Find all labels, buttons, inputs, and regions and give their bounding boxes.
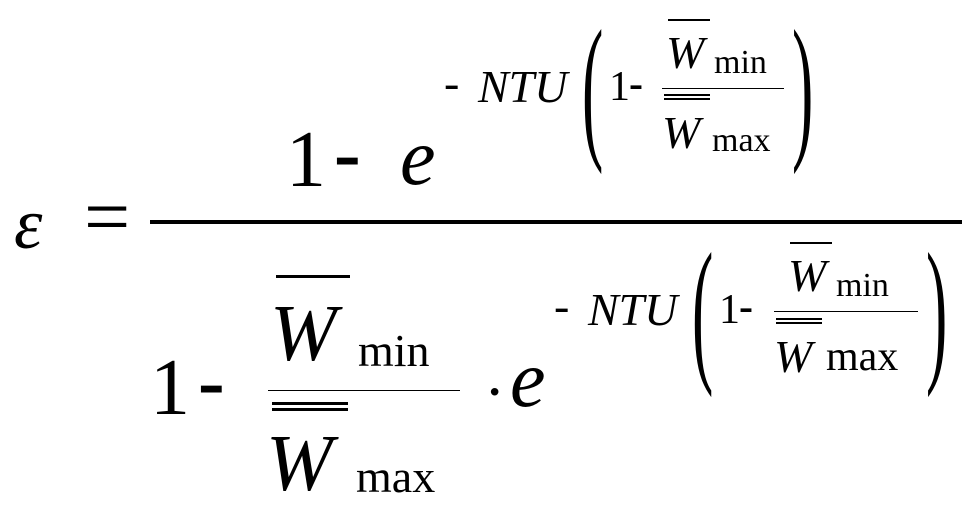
denominator-wmin-w: W bbox=[270, 290, 337, 378]
denominator-wmin-bar bbox=[276, 275, 350, 278]
denominator-fraction-bar bbox=[268, 390, 460, 391]
numerator-exp-ntu: NTU bbox=[478, 61, 568, 112]
numerator-exp-lparen: ( bbox=[582, 0, 604, 175]
denominator-exp-wmin-w: W bbox=[788, 250, 827, 301]
denominator-wmin-sub: min bbox=[358, 325, 430, 376]
numerator-minus: - bbox=[334, 110, 361, 198]
numerator-exp-wmax-w: W bbox=[662, 107, 701, 158]
numerator-exp-fraction-bar bbox=[662, 88, 784, 89]
numerator-exp-wmax-bar1 bbox=[664, 94, 710, 96]
equals-sign: = bbox=[84, 171, 131, 262]
numerator-exp-rparen: ) bbox=[792, 0, 814, 175]
multiplication-dot: · bbox=[484, 356, 506, 427]
denominator-wmax-bar1 bbox=[272, 402, 348, 405]
denominator-exp-one: 1 bbox=[719, 287, 740, 333]
numerator-exp-one: 1 bbox=[609, 64, 630, 110]
denominator-wmax-w: W bbox=[266, 420, 333, 508]
denominator-exp-wmax-w: W bbox=[774, 331, 813, 382]
numerator-exp-wmax-bar2 bbox=[664, 98, 710, 100]
main-fraction-bar bbox=[150, 220, 962, 224]
denominator-exp-minus2: - bbox=[739, 284, 753, 330]
numerator-exp-wmin-bar bbox=[668, 19, 710, 21]
epsilon-symbol: ε bbox=[14, 184, 43, 264]
denominator-one: 1 bbox=[150, 344, 190, 432]
denominator-exp-base: e bbox=[510, 336, 546, 424]
numerator-exp-base: e bbox=[400, 114, 436, 202]
denominator-exp-wmax-sub: max bbox=[826, 334, 899, 380]
numerator-exp-minus2: - bbox=[629, 61, 643, 107]
denominator-exp-lparen: ( bbox=[692, 220, 714, 398]
numerator-exp-wmin-w: W bbox=[666, 27, 705, 78]
denominator-wmax-sub: max bbox=[356, 451, 436, 502]
denominator-exp-ntu: NTU bbox=[588, 284, 678, 335]
denominator-exp-wmin-sub: min bbox=[836, 267, 889, 304]
denominator-exp-wmax-bar1 bbox=[776, 318, 822, 320]
denominator-exp-rparen: ) bbox=[926, 220, 948, 398]
denominator-exp-wmin-bar bbox=[790, 242, 832, 244]
denominator-wmax-bar2 bbox=[272, 408, 348, 411]
numerator-exp-wmax-sub: max bbox=[712, 122, 771, 159]
numerator-exp-minus: - bbox=[444, 57, 460, 108]
numerator-one: 1 bbox=[286, 116, 326, 204]
denominator-exp-minus: - bbox=[554, 280, 570, 331]
denominator-exp-fraction-bar bbox=[774, 311, 918, 312]
denominator-exp-wmax-bar2 bbox=[776, 322, 822, 324]
numerator-exp-wmin-sub: min bbox=[714, 44, 767, 81]
denominator-minus: - bbox=[198, 338, 225, 426]
